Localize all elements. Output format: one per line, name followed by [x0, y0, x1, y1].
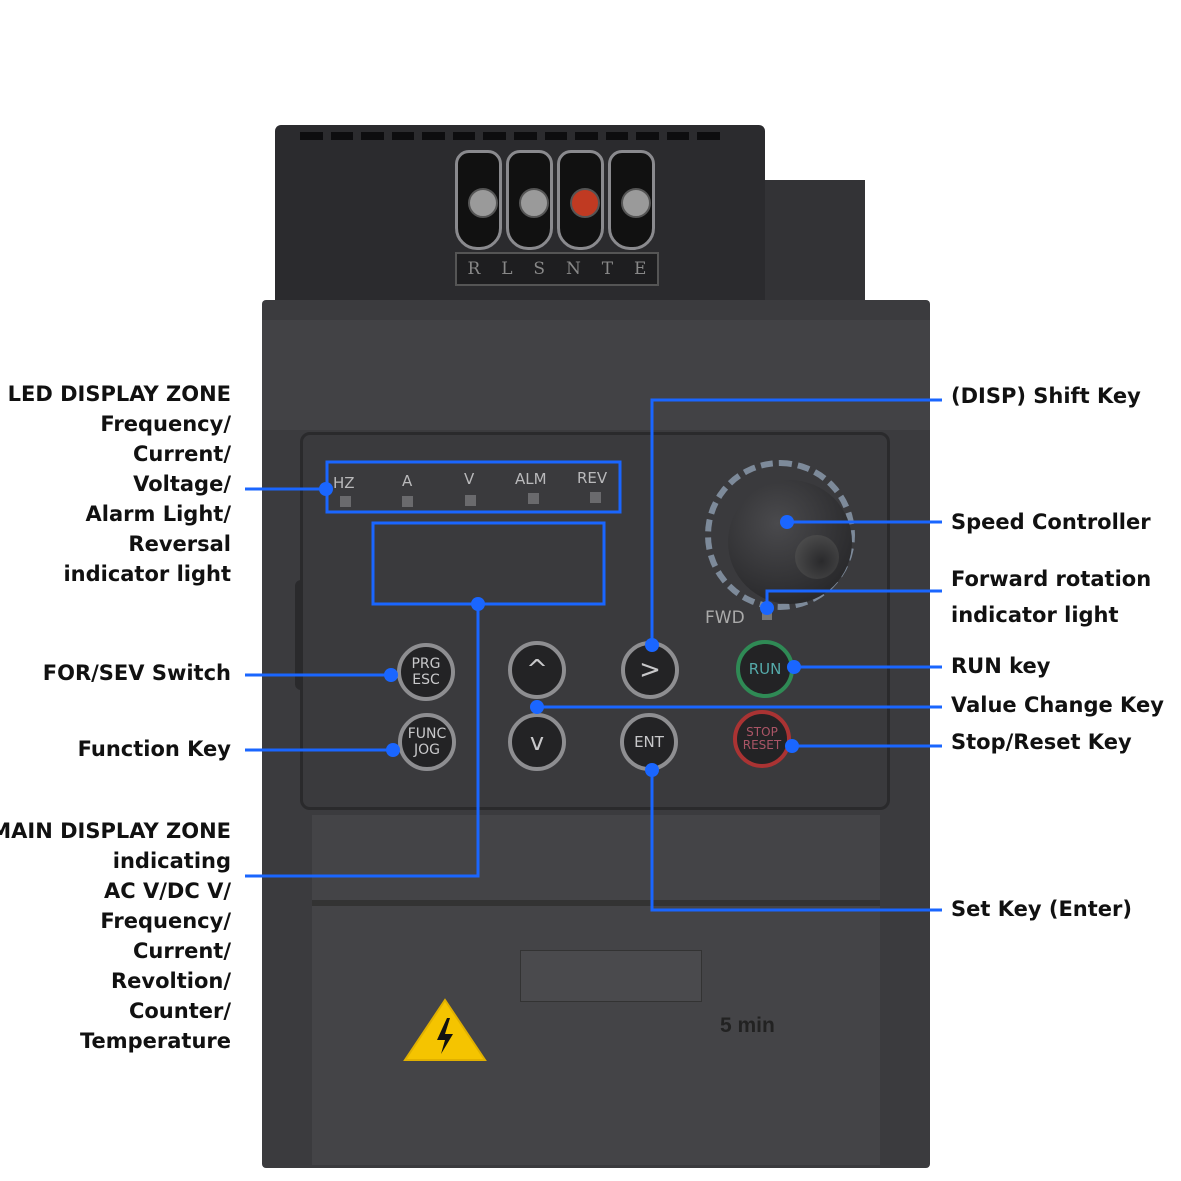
terminal	[608, 150, 655, 250]
key-label: ESC	[412, 672, 440, 688]
chevron-up-icon: ^	[526, 655, 548, 685]
device-body-top	[262, 320, 930, 430]
line-main-zone	[245, 604, 480, 878]
led-alm	[528, 493, 539, 504]
led-v	[465, 495, 476, 506]
chevron-right-icon: >	[639, 655, 661, 685]
cover-seam	[312, 900, 880, 906]
callout-line-text: Voltage/	[133, 472, 231, 496]
callout-set-key: Set Key (Enter)	[951, 897, 1132, 921]
led-hz	[340, 496, 351, 507]
dot-ent	[645, 763, 659, 777]
callout-line-text: Current/	[133, 939, 231, 963]
knob-grip	[795, 535, 839, 579]
callout-line-text: indicating	[112, 849, 231, 873]
led-rev	[590, 492, 601, 503]
callout-speed: Speed Controller	[951, 510, 1151, 534]
terminal	[506, 150, 553, 250]
terminal	[557, 150, 604, 250]
callout-line-text: indicator light	[951, 603, 1119, 627]
terminal-label: T	[601, 259, 614, 279]
terminal-label: R	[467, 259, 481, 279]
callout-line-text: Frequency/	[100, 909, 231, 933]
speed-scale	[705, 460, 855, 610]
callout-line-text: indicator light	[63, 562, 231, 586]
line-set	[650, 770, 942, 912]
cover-tab	[520, 950, 702, 1002]
callout-run: RUN key	[951, 654, 1051, 678]
callout-line-text: Alarm Light/	[85, 502, 231, 526]
dot-speed	[780, 515, 794, 529]
callout-function-key: Function Key	[77, 737, 231, 761]
callout-line-text: Counter/	[128, 999, 231, 1023]
terminal	[455, 150, 502, 250]
screw-icon	[468, 188, 498, 218]
callout-line-text: AC V/DC V/	[104, 879, 231, 903]
screw-icon	[621, 188, 651, 218]
led-label-rev: REV	[577, 469, 608, 487]
key-label: RESET	[742, 738, 782, 752]
dot-prg	[384, 668, 398, 682]
terminal-label: N	[565, 259, 581, 279]
callout-for-sev: FOR/SEV Switch	[42, 661, 231, 685]
dot-led	[319, 482, 333, 496]
led-zone-box	[325, 460, 622, 514]
callout-led-zone: LED DISPLAY ZONE Frequency/ Current/ Vol…	[8, 379, 231, 589]
key-label: FUNC	[407, 726, 447, 742]
callout-line-text: MAIN DISPLAY ZONE	[0, 819, 231, 843]
callout-line-text: Frequency/	[100, 412, 231, 436]
key-label: RUN	[748, 660, 782, 678]
dot-disp	[645, 638, 659, 652]
callout-main-zone: MAIN DISPLAY ZONE indicating AC V/DC V/ …	[0, 816, 231, 1056]
led-a	[402, 496, 413, 507]
callout-line-text: Reversal	[128, 532, 231, 556]
key-label: ENT	[634, 733, 664, 751]
callout-value-change: Value Change Key	[951, 693, 1164, 717]
high-voltage-warning-icon	[403, 998, 487, 1061]
terminal-block	[455, 150, 655, 250]
chevron-down-icon: v	[529, 728, 545, 756]
key-label: STOP	[746, 725, 778, 739]
run-button[interactable]: RUN	[736, 640, 794, 698]
line-forward	[765, 589, 942, 608]
terminal-label: S	[533, 259, 546, 279]
led-label-hz: HZ	[333, 474, 355, 492]
main-display-box	[371, 521, 606, 606]
callout-line-text: Current/	[133, 442, 231, 466]
vent-grille	[300, 128, 720, 150]
callout-stop-reset: Stop/Reset Key	[951, 730, 1132, 754]
dot-value	[530, 700, 544, 714]
dot-fwd	[760, 601, 774, 615]
terminal-label: L	[501, 259, 513, 279]
callout-line-text: LED DISPLAY ZONE	[7, 382, 231, 406]
discharge-time-label: 5 min	[720, 1014, 775, 1037]
dot-main	[471, 597, 485, 611]
callout-disp-shift: (DISP) Shift Key	[951, 384, 1141, 408]
dot-func	[386, 743, 400, 757]
key-label: PRG	[411, 656, 441, 672]
led-label-alm: ALM	[515, 470, 547, 488]
line-disp	[650, 398, 942, 645]
callout-line-text: Forward rotation	[951, 567, 1152, 591]
dot-stop	[785, 739, 799, 753]
callout-line-text: Temperature	[79, 1029, 231, 1053]
led-label-v: V	[464, 470, 475, 488]
callout-line-text: Revoltion/	[110, 969, 231, 993]
led-label-a: A	[402, 472, 413, 490]
screw-icon	[519, 188, 549, 218]
key-label: JOG	[414, 742, 440, 758]
up-button[interactable]: ^	[508, 641, 566, 699]
screw-icon	[570, 188, 600, 218]
dot-run	[787, 660, 801, 674]
down-button[interactable]: v	[508, 713, 566, 771]
terminal-labels: R L S N T E	[455, 252, 659, 286]
terminal-label: E	[634, 259, 647, 279]
callout-forward: Forward rotation indicator light	[951, 561, 1151, 633]
fwd-label: FWD	[705, 608, 745, 628]
